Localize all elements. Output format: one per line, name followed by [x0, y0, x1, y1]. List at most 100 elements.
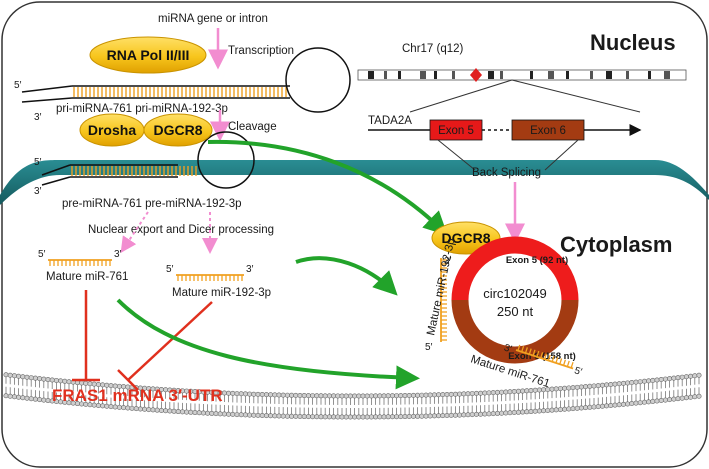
- lipid-head: [112, 404, 118, 410]
- lipid-head: [431, 392, 437, 398]
- ring-exon6: [451, 299, 579, 364]
- pri-3prime: 3′: [34, 112, 42, 123]
- exon5-label: Exon 5: [438, 125, 474, 137]
- lipid-head: [125, 405, 131, 411]
- lipid-head: [268, 413, 274, 419]
- lipid-head: [37, 397, 43, 403]
- pri-mirna-label: pri-miRNA-761 pri-miRNA-192-3p: [56, 103, 228, 115]
- chromosome-band: [648, 71, 651, 79]
- lipid-head: [196, 410, 202, 416]
- lipid-head: [503, 410, 509, 416]
- lipid-head: [608, 382, 614, 388]
- lipid-head: [486, 411, 492, 417]
- lipid-head: [478, 390, 484, 396]
- lipid-head: [667, 397, 673, 403]
- base: [536, 350, 540, 357]
- lipid-head: [200, 410, 206, 416]
- exon6-length-label: Exon 6 (158 nt): [508, 351, 576, 362]
- chromosome-band: [452, 71, 455, 79]
- lipid-head: [360, 393, 366, 399]
- lipid-head: [436, 413, 442, 419]
- dgcr8-pill-nucleus: [143, 113, 213, 147]
- circrna-name: circ102049: [483, 286, 547, 301]
- lipid-head: [339, 393, 345, 399]
- lipid-head: [11, 373, 17, 379]
- lipid-head: [587, 404, 593, 410]
- lipid-head: [226, 411, 232, 417]
- chromosome-band: [384, 71, 387, 79]
- lipid-head: [532, 408, 538, 414]
- lipid-head: [465, 391, 471, 397]
- lipid-head: [171, 408, 177, 414]
- lipid-head: [62, 378, 68, 384]
- lipid-head: [381, 393, 387, 399]
- lipid-head: [314, 414, 320, 420]
- lipid-head: [280, 413, 286, 419]
- rna-pol-pill: [89, 36, 207, 74]
- lipid-head: [461, 412, 467, 418]
- chromosome-band: [488, 71, 494, 79]
- lipid-head: [692, 373, 698, 379]
- lipid-head: [536, 387, 542, 393]
- m192-3prime: 3′: [246, 264, 254, 275]
- lipid-head: [616, 402, 622, 408]
- lipid-head: [625, 401, 631, 407]
- lipid-head: [398, 393, 404, 399]
- lipid-head: [242, 412, 248, 418]
- lipid-head: [604, 403, 610, 409]
- lipid-head: [620, 380, 626, 386]
- lipid-head: [7, 393, 13, 399]
- lipid-head: [469, 412, 475, 418]
- lipid-head: [469, 391, 475, 397]
- lipid-head: [373, 393, 379, 399]
- lipid-head: [158, 407, 164, 413]
- lipid-head: [280, 392, 286, 398]
- lipid-head: [461, 391, 467, 397]
- lipid-head: [578, 405, 584, 411]
- lipid-head: [230, 390, 236, 396]
- chromosome-band: [368, 71, 374, 79]
- lipid-head: [566, 385, 572, 391]
- lipid-head: [675, 375, 681, 381]
- lipid-head: [646, 378, 652, 384]
- export-label: Nuclear export and Dicer processing: [88, 224, 274, 236]
- lipid-head: [146, 407, 152, 413]
- chromosome-band: [530, 71, 533, 79]
- m192-bases: [177, 275, 243, 281]
- lipid-head: [499, 389, 505, 395]
- lipid-head: [402, 393, 408, 399]
- lipid-head: [612, 381, 618, 387]
- lipid-head: [108, 404, 114, 410]
- lipid-head: [32, 375, 38, 381]
- lipid-head: [389, 393, 395, 399]
- lipid-head: [347, 414, 353, 420]
- chromosome-band: [548, 71, 554, 79]
- m761-5prime: 5′: [38, 249, 46, 260]
- lipid-head: [431, 413, 437, 419]
- inhibit-192: [127, 301, 213, 381]
- base: [540, 352, 544, 359]
- lipid-head: [272, 392, 278, 398]
- zoom-line-left: [409, 79, 513, 113]
- lipid-head: [356, 414, 362, 420]
- chromosome-ideogram: [357, 68, 687, 82]
- lipid-head: [175, 409, 181, 415]
- splice-line-right: [544, 139, 579, 171]
- lipid-head: [394, 393, 400, 399]
- base: [517, 344, 521, 351]
- chromosome-band: [566, 71, 569, 79]
- lipid-head: [637, 379, 643, 385]
- lipid-head: [41, 397, 47, 403]
- lipid-head: [289, 413, 295, 419]
- m192-5prime: 5′: [166, 264, 174, 275]
- lipid-head: [520, 388, 526, 394]
- lipid-head: [318, 393, 324, 399]
- lipid-head: [247, 391, 253, 397]
- lipid-head: [255, 412, 261, 418]
- lipid-head: [343, 393, 349, 399]
- bound-m761-3prime: 3′: [502, 342, 513, 355]
- lipid-head: [364, 393, 370, 399]
- pre-loop: [197, 131, 255, 189]
- lipid-head: [301, 414, 307, 420]
